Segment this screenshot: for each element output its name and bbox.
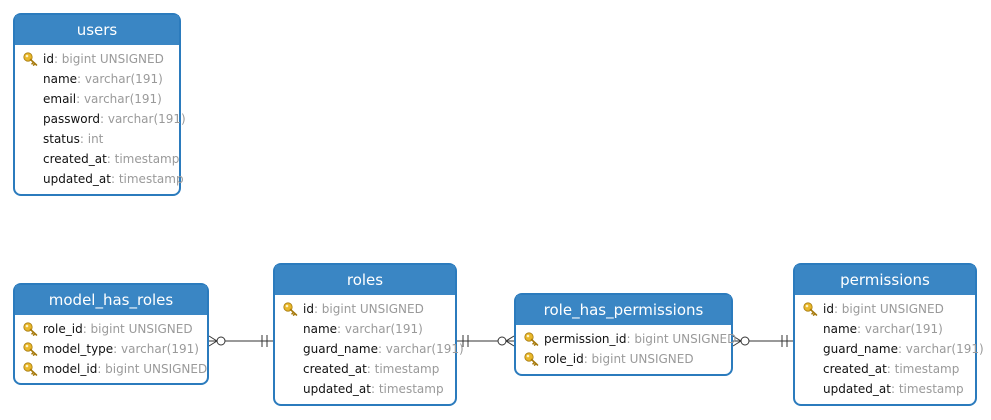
column-name: created_at: [823, 362, 887, 376]
column-row[interactable]: model_type: varchar(191): [15, 339, 207, 359]
column-type: : timestamp: [366, 362, 440, 376]
table-title: permissions: [795, 265, 975, 295]
column-name: id: [823, 302, 834, 316]
table-title: role_has_permissions: [516, 295, 731, 325]
column-row[interactable]: updated_at: timestamp: [795, 379, 975, 399]
primary-key-icon: [23, 362, 39, 376]
column-type: : int: [79, 132, 104, 146]
column-type: : timestamp: [886, 362, 960, 376]
column-name: role_id: [43, 322, 83, 336]
column-row[interactable]: password: varchar(191): [15, 109, 186, 129]
column-row[interactable]: guard_name: varchar(191): [795, 339, 984, 359]
column-row[interactable]: role_id: bigint UNSIGNED: [15, 319, 207, 339]
column-name: created_at: [43, 152, 107, 166]
primary-key-icon: [283, 302, 299, 316]
column-type: : varchar(191): [99, 112, 186, 126]
column-name: name: [303, 322, 338, 336]
column-type: : bigint UNSIGNED: [82, 322, 193, 336]
column-row[interactable]: model_id: bigint UNSIGNED: [15, 359, 207, 379]
table-title: roles: [275, 265, 455, 295]
column-type: : varchar(191): [337, 322, 423, 336]
relation-roles-role-has-permissions: [457, 335, 515, 347]
column-type: : bigint UNSIGNED: [583, 352, 694, 366]
primary-key-icon: [803, 302, 819, 316]
column-row[interactable]: guard_name: varchar(191): [275, 339, 464, 359]
column-row[interactable]: updated_at: timestamp: [15, 169, 184, 189]
column-name: updated_at: [823, 382, 891, 396]
column-name: guard_name: [303, 342, 378, 356]
column-name: id: [43, 52, 54, 66]
column-type: : timestamp: [106, 152, 180, 166]
column-type: : varchar(191): [113, 342, 199, 356]
primary-key-icon: [23, 342, 39, 356]
column-type: : varchar(191): [377, 342, 464, 356]
column-row[interactable]: name: varchar(191): [15, 69, 179, 89]
relation-model-has-roles-roles: [208, 335, 273, 347]
column-type: : timestamp: [370, 382, 444, 396]
column-row[interactable]: id: bigint UNSIGNED: [275, 299, 455, 319]
column-row[interactable]: email: varchar(191): [15, 89, 179, 109]
column-name: model_id: [43, 362, 98, 376]
column-row[interactable]: created_at: timestamp: [795, 359, 975, 379]
column-row[interactable]: updated_at: timestamp: [275, 379, 455, 399]
column-row[interactable]: role_id: bigint UNSIGNED: [516, 349, 731, 369]
column-name: updated_at: [303, 382, 371, 396]
column-row[interactable]: permission_id: bigint UNSIGNED: [516, 329, 736, 349]
primary-key-icon: [524, 332, 540, 346]
relation-role-has-permissions-permissions: [732, 335, 793, 347]
column-row[interactable]: id: bigint UNSIGNED: [795, 299, 975, 319]
column-type: : timestamp: [110, 172, 184, 186]
column-row[interactable]: id: bigint UNSIGNED: [15, 49, 179, 69]
column-type: : bigint UNSIGNED: [313, 302, 424, 316]
column-name: created_at: [303, 362, 367, 376]
column-row[interactable]: name: varchar(191): [795, 319, 975, 339]
column-name: role_id: [544, 352, 584, 366]
column-row[interactable]: name: varchar(191): [275, 319, 455, 339]
column-row[interactable]: created_at: timestamp: [275, 359, 455, 379]
column-name: name: [823, 322, 858, 336]
column-name: status: [43, 132, 80, 146]
primary-key-icon: [23, 322, 39, 336]
column-name: password: [43, 112, 100, 126]
column-name: name: [43, 72, 78, 86]
column-name: permission_id: [544, 332, 627, 346]
column-type: : bigint UNSIGNED: [626, 332, 737, 346]
column-name: guard_name: [823, 342, 898, 356]
table-title: model_has_roles: [15, 285, 207, 315]
column-row[interactable]: status: int: [15, 129, 179, 149]
primary-key-icon: [23, 52, 39, 66]
column-type: : varchar(191): [857, 322, 943, 336]
column-name: updated_at: [43, 172, 111, 186]
column-type: : bigint UNSIGNED: [833, 302, 944, 316]
column-type: : bigint UNSIGNED: [53, 52, 164, 66]
primary-key-icon: [524, 352, 540, 366]
column-name: model_type: [43, 342, 114, 356]
column-type: : timestamp: [890, 382, 964, 396]
column-type: : varchar(191): [76, 92, 162, 106]
column-type: : varchar(191): [77, 72, 163, 86]
column-name: email: [43, 92, 77, 106]
column-row[interactable]: created_at: timestamp: [15, 149, 179, 169]
column-type: : bigint UNSIGNED: [97, 362, 208, 376]
column-type: : varchar(191): [897, 342, 984, 356]
column-name: id: [303, 302, 314, 316]
table-title: users: [15, 15, 179, 45]
